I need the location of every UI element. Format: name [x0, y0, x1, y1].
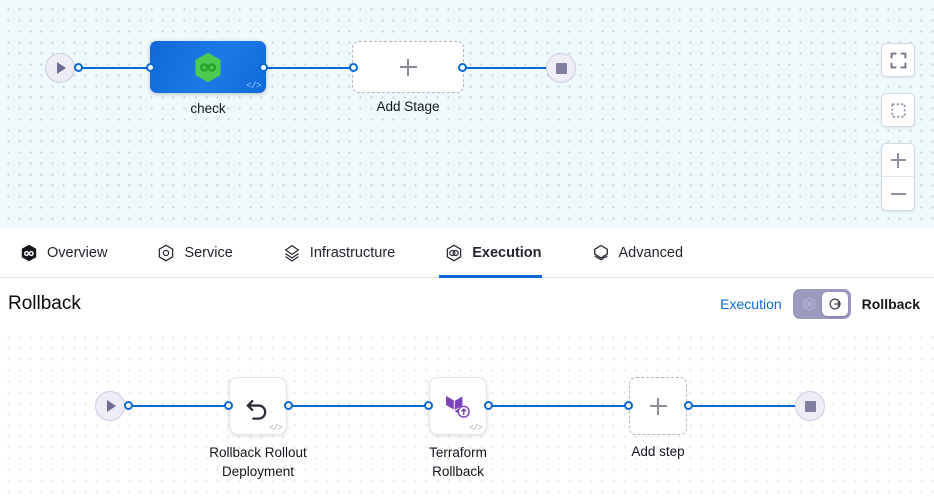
code-glyph: </> — [269, 424, 282, 433]
dashed-square-icon — [890, 102, 906, 118]
rollback-canvas[interactable]: </> Rollback Rollout Deployment </> — [0, 330, 934, 500]
tab-infrastructure[interactable]: Infrastructure — [277, 228, 413, 277]
stop-square-icon — [555, 62, 567, 74]
plus-icon — [890, 152, 906, 168]
pipeline-tabs: Overview Service In — [0, 228, 934, 278]
minus-icon — [890, 186, 906, 201]
edge-addstage-to-end — [462, 67, 550, 69]
advanced-layers-icon — [592, 244, 610, 262]
code-glyph: </> — [469, 424, 482, 433]
expand-corners-icon — [890, 52, 906, 68]
fit-to-screen-button[interactable] — [881, 43, 915, 77]
zoom-out-button[interactable] — [882, 177, 914, 210]
edge-start-to-check — [78, 67, 154, 69]
harness-hexagon-icon — [194, 52, 222, 83]
port-start-out[interactable] — [74, 63, 83, 72]
toggle-option-execution[interactable] — [796, 292, 822, 316]
pipeline-start-node[interactable] — [45, 53, 75, 83]
port-addstep-out[interactable] — [684, 401, 693, 410]
add-stage-label: Add Stage — [376, 99, 440, 114]
port-step1-in[interactable] — [224, 401, 233, 410]
play-icon — [57, 62, 66, 74]
execution-rollback-toggle[interactable] — [792, 289, 851, 319]
port-step1-out[interactable] — [284, 401, 293, 410]
edge-step2-to-addstep — [488, 405, 630, 407]
port-check-in[interactable] — [146, 63, 155, 72]
service-hexagon-icon — [157, 244, 175, 262]
rollback-header: Rollback Execution — [0, 278, 934, 330]
stop-square-icon — [804, 400, 816, 412]
port-rbstart-out[interactable] — [124, 401, 133, 410]
port-addstage-out[interactable] — [458, 63, 467, 72]
add-stage-node[interactable] — [352, 41, 464, 93]
rollback-switch-label[interactable]: Rollback — [861, 296, 920, 312]
terraform-icon — [446, 395, 470, 418]
tab-service[interactable]: Service — [151, 228, 250, 277]
pipeline-end-node[interactable] — [546, 53, 576, 83]
tab-overview[interactable]: Overview — [14, 228, 125, 277]
stage-canvas[interactable]: </> check Add Stage — [0, 0, 934, 228]
rollback-start-node[interactable] — [95, 391, 125, 421]
tab-advanced[interactable]: Advanced — [586, 228, 702, 277]
tab-label: Overview — [47, 244, 108, 261]
execution-rollback-switch: Execution Rollback — [720, 289, 920, 319]
stage-node-check[interactable]: </> — [150, 41, 266, 93]
zoom-controls[interactable] — [881, 143, 915, 211]
rollback-arrow-icon — [829, 298, 841, 310]
plus-icon — [649, 397, 667, 415]
code-glyph: </> — [246, 81, 261, 91]
execution-rings-icon — [445, 244, 463, 262]
stage-label-check: check — [190, 101, 226, 116]
execution-switch-label[interactable]: Execution — [720, 296, 782, 312]
plus-icon — [399, 58, 417, 76]
port-step2-out[interactable] — [484, 401, 493, 410]
rollback-end-node[interactable] — [795, 391, 825, 421]
play-icon — [107, 400, 116, 412]
step-node-rollback-rollout-deployment[interactable]: </> — [229, 377, 287, 435]
tab-label: Infrastructure — [309, 244, 396, 261]
add-step-node[interactable] — [629, 377, 687, 435]
edge-rbstart-to-step1 — [128, 405, 228, 407]
edge-check-to-addstage — [264, 67, 354, 69]
toggle-option-rollback[interactable] — [821, 292, 848, 316]
zoom-in-button[interactable] — [882, 144, 914, 177]
step-label-terraform-rollback: Terraform Rollback — [429, 445, 487, 479]
add-step-label: Add step — [631, 444, 685, 459]
port-addstep-in[interactable] — [624, 401, 633, 410]
undo-arrow-icon — [246, 400, 267, 420]
execution-rings-icon — [802, 297, 815, 311]
tab-label: Execution — [472, 244, 542, 261]
step-label-rollback-rollout-deployment: Rollback Rollout Deployment — [209, 445, 307, 479]
step-node-terraform-rollback[interactable]: </> — [429, 377, 487, 435]
port-addstage-in[interactable] — [349, 63, 358, 72]
zoom-to-selection-button[interactable] — [881, 93, 915, 127]
harness-hexagon-icon — [20, 244, 38, 262]
layers-diamond-icon — [283, 244, 301, 262]
port-check-out[interactable] — [259, 63, 268, 72]
tab-execution[interactable]: Execution — [439, 228, 559, 278]
rollback-title: Rollback — [8, 293, 81, 314]
port-step2-in[interactable] — [424, 401, 433, 410]
edge-step1-to-step2 — [288, 405, 430, 407]
tab-label: Service — [184, 244, 233, 261]
tab-label: Advanced — [618, 244, 684, 261]
edge-addstep-to-rbend — [688, 405, 798, 407]
